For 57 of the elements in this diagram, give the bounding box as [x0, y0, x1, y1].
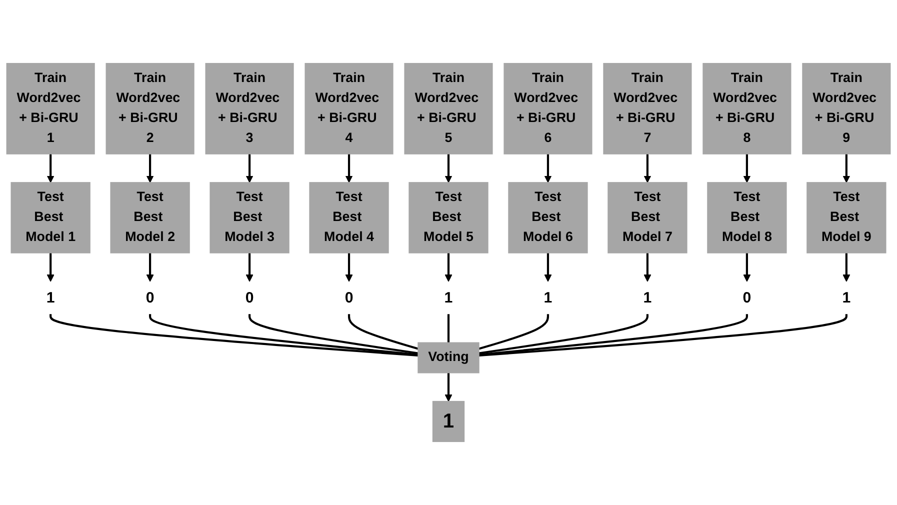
node-box: Test Best Model 6: [508, 182, 588, 254]
connector: [478, 314, 550, 350]
node-box: Test Best Model 3: [210, 182, 290, 254]
node-text: 0: [344, 288, 354, 306]
node-text: 0: [742, 288, 752, 306]
arrow: [444, 154, 452, 183]
arrow: [46, 154, 54, 183]
node-text: 1: [842, 288, 851, 306]
arrow: [842, 154, 850, 183]
node-box: Test Best Model 8: [707, 182, 787, 254]
arrow: [544, 154, 552, 183]
connector: [478, 314, 748, 356]
node-text: 1: [544, 288, 552, 306]
arrow: [444, 252, 452, 282]
connector: [149, 314, 418, 356]
node-text: 0: [245, 288, 254, 306]
node-box: Train Word2vec + Bi-GRU 9: [802, 62, 891, 154]
connector: [50, 314, 418, 357]
connector: [248, 314, 418, 354]
arrow: [246, 252, 254, 282]
node-text: 1: [46, 288, 55, 306]
arrow: [146, 154, 154, 183]
arrow: [644, 154, 652, 183]
arrow: [246, 154, 254, 183]
node-box: Test Best Model 9: [806, 182, 886, 254]
node-box: Test Best Model 5: [408, 182, 488, 254]
arrow: [444, 372, 452, 402]
node-box: Test Best Model 1: [10, 182, 90, 254]
connector: [478, 314, 648, 354]
node-text: 1: [643, 288, 652, 306]
node-box: Train Word2vec + Bi-GRU 4: [304, 62, 394, 154]
arrow: [146, 252, 154, 282]
arrow: [544, 252, 552, 282]
connector: [478, 314, 848, 357]
node-box: Train Word2vec + Bi-GRU 7: [603, 62, 692, 154]
arrow: [743, 154, 751, 183]
node-box: Train Word2vec + Bi-GRU 2: [106, 62, 194, 154]
node-box: Voting: [418, 342, 480, 374]
arrow: [644, 252, 652, 282]
node-box: Train Word2vec + Bi-GRU 8: [702, 62, 792, 154]
arrow: [46, 252, 54, 282]
node-box: Train Word2vec + Bi-GRU 5: [404, 62, 493, 154]
node-box: 1: [432, 400, 465, 442]
node-box: Test Best Model 7: [608, 182, 688, 254]
arrow: [842, 252, 850, 282]
node-box: Test Best Model 2: [110, 182, 190, 254]
node-text: 1: [444, 288, 453, 306]
node-box: Train Word2vec + Bi-GRU 6: [504, 62, 592, 154]
node-text: 0: [146, 288, 154, 306]
node-box: Train Word2vec + Bi-GRU 1: [6, 62, 95, 154]
arrow: [345, 154, 353, 183]
connector: [348, 314, 418, 350]
node-box: Train Word2vec + Bi-GRU 3: [205, 62, 294, 154]
node-box: Test Best Model 4: [309, 182, 389, 254]
arrow: [345, 252, 353, 282]
connector: [447, 314, 450, 343]
arrow: [743, 252, 751, 282]
